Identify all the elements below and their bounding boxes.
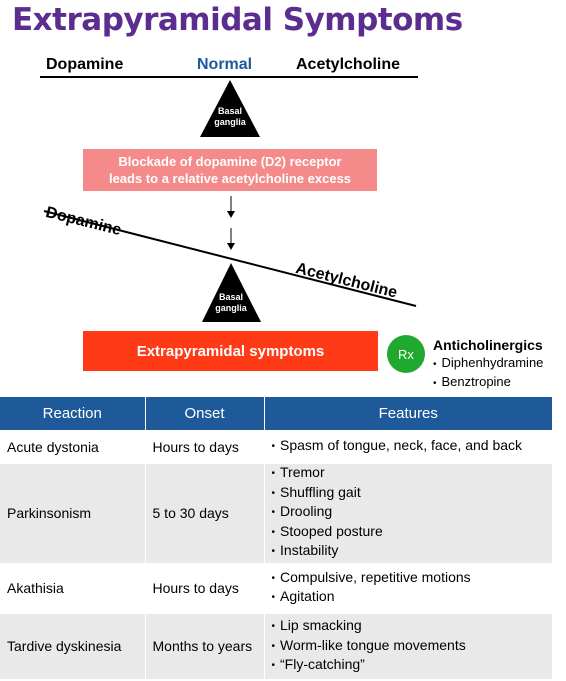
feature-item: Tremor	[272, 464, 546, 484]
reaction-cell: Tardive dyskinesia	[0, 612, 146, 679]
feature-item: Shuffling gait	[272, 484, 546, 504]
blockade-box: Blockade of dopamine (D2) receptor leads…	[83, 149, 377, 191]
features-cell: Compulsive, repetitive motions Agitation	[264, 562, 552, 613]
rx-drug: Diphenhydramine	[433, 354, 544, 373]
rx-drug: Benztropine	[433, 373, 543, 392]
normal-fulcrum-label: Basal ganglia	[214, 106, 246, 127]
tilted-fulcrum-label: Basal ganglia	[215, 292, 247, 313]
feature-item: Worm-like tongue movements	[272, 637, 546, 657]
reaction-cell: Akathisia	[0, 562, 146, 613]
normal-fulcrum	[200, 80, 260, 137]
feature-item: Compulsive, repetitive motions	[272, 569, 546, 589]
rx-title: Anticholinergics	[433, 337, 543, 353]
features-cell: Spasm of tongue, neck, face, and back	[264, 429, 552, 463]
normal-dopamine-label: Dopamine	[46, 56, 124, 73]
feature-item: Agitation	[272, 588, 546, 608]
rx-drug-list: Diphenhydramine Benztropine	[433, 354, 544, 392]
feature-item: Lip smacking	[272, 617, 546, 637]
feature-item: Stooped posture	[272, 523, 546, 543]
onset-cell: 5 to 30 days	[145, 462, 265, 563]
table-row: Tardive dyskinesia Months to years Lip s…	[0, 612, 552, 679]
scale-diagram	[40, 76, 418, 322]
down-arrow-1-head	[227, 211, 235, 218]
onset-cell: Hours to days	[145, 429, 265, 463]
onset-cell: Months to years	[145, 612, 265, 679]
header-onset: Onset	[145, 397, 265, 430]
feature-item: “Fly-catching”	[272, 656, 546, 676]
feature-item: Drooling	[272, 503, 546, 523]
onset-cell: Hours to days	[145, 562, 265, 613]
features-cell: Tremor Shuffling gait Drooling Stooped p…	[264, 462, 552, 563]
rx-badge: Rx	[387, 335, 425, 373]
table-row: Acute dystonia Hours to days Spasm of to…	[0, 429, 552, 463]
table-header-row: Reaction Onset Features	[0, 397, 552, 430]
feature-item: Spasm of tongue, neck, face, and back	[272, 437, 546, 457]
header-reaction: Reaction	[0, 397, 146, 430]
tilted-fulcrum	[202, 263, 261, 322]
reaction-cell: Parkinsonism	[0, 462, 146, 563]
reactions-table: Reaction Onset Features Acute dystonia H…	[0, 397, 552, 679]
table-row: Parkinsonism 5 to 30 days Tremor Shuffli…	[0, 462, 552, 563]
features-cell: Lip smacking Worm-like tongue movements …	[264, 612, 552, 679]
header-features: Features	[264, 397, 552, 430]
table-row: Akathisia Hours to days Compulsive, repe…	[0, 562, 552, 613]
normal-acetylcholine-label: Acetylcholine	[296, 56, 401, 73]
feature-item: Instability	[272, 542, 546, 562]
tilted-scale-beam	[43, 210, 417, 307]
page-title: Extrapyramidal Symptoms	[12, 2, 463, 38]
normal-label: Normal	[197, 56, 253, 73]
extrapyramidal-symptoms-box: Extrapyramidal symptoms	[83, 331, 378, 371]
reaction-cell: Acute dystonia	[0, 429, 146, 463]
down-arrow-2-head	[227, 243, 235, 250]
